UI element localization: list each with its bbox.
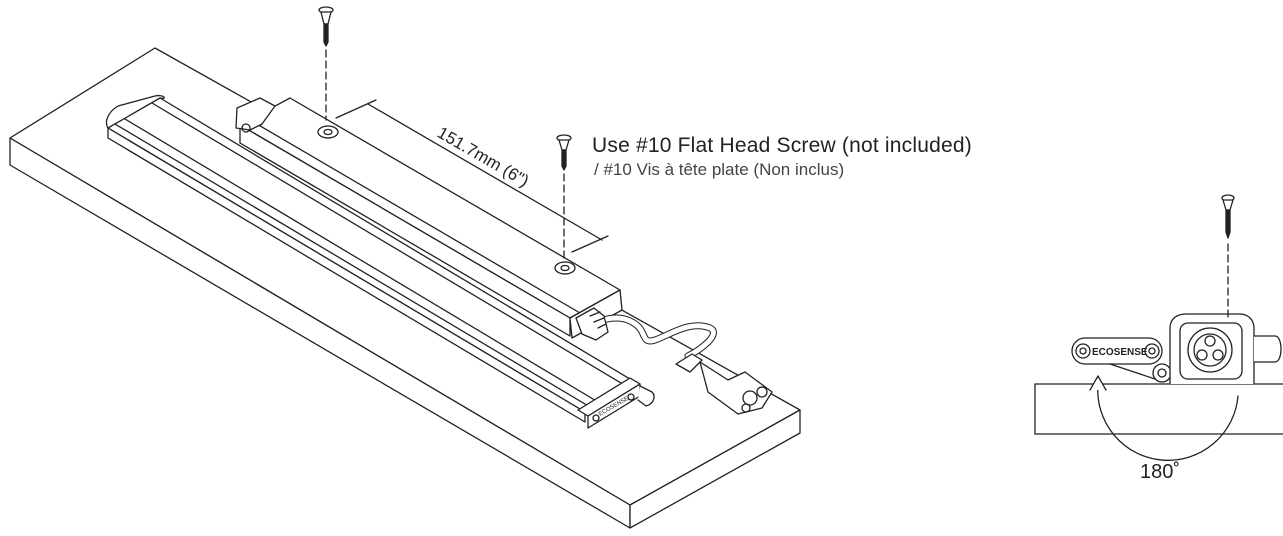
screw-top	[318, 6, 334, 121]
light-bar: ECOSENSE	[105, 94, 655, 429]
side-view-brand-label: ECOSENSE	[1092, 347, 1148, 358]
screw-callout-french: / #10 Vis à tête plate (Non inclus)	[594, 160, 845, 179]
screw-callout: Use #10 Flat Head Screw (not included) /…	[592, 134, 972, 180]
light-bar-end-cap: ECOSENSE	[577, 377, 655, 429]
side-view-driver	[1169, 313, 1282, 385]
screw-right	[556, 134, 572, 259]
rotation-arc	[1089, 375, 1239, 461]
screw-hole-2	[554, 261, 576, 275]
quick-connector	[675, 353, 773, 415]
power-cable	[575, 307, 717, 360]
rotation-angle-label: 180˚	[1140, 461, 1181, 483]
screw-callout-english: Use #10 Flat Head Screw (not included)	[592, 134, 972, 157]
screw-hole-1	[317, 125, 339, 139]
side-view-shelf	[1034, 383, 1283, 435]
driver-housing	[235, 97, 623, 339]
side-view-screw	[1221, 194, 1235, 319]
side-view-detail: ECOSENSE	[1034, 194, 1283, 461]
dimension-label: 151.7mm (6")	[434, 123, 532, 191]
side-view-light-bar: ECOSENSE	[1071, 337, 1172, 383]
